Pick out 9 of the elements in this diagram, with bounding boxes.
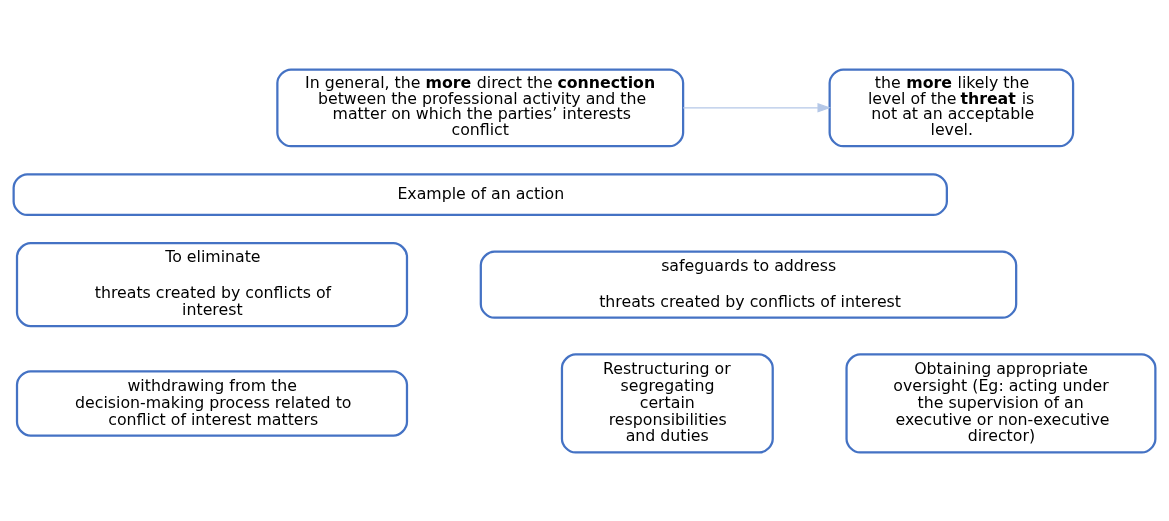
node-box: withdrawing from the decision-making process related to conflict of interest matters bbox=[15, 369, 409, 437]
node-box: In general, the more direct the connection between the professional activity and the matter on which the parties’ interests conflict bbox=[276, 67, 685, 147]
node-box: Obtaining appropriate oversight (Eg: acting under the supervision of an executive or non-executive director) bbox=[845, 352, 1157, 454]
arrow bbox=[682, 102, 831, 113]
node-box: the more likely the level of the threat is not at an acceptable level. bbox=[828, 67, 1075, 147]
node-box: Example of an action bbox=[12, 172, 948, 216]
node-box: To eliminate threats created by conflicts of interest bbox=[15, 241, 409, 327]
node-box: safeguards to address threats created by conflicts of interest bbox=[479, 250, 1018, 319]
node-box: Restructuring or segregating certain responsibilities and duties bbox=[560, 352, 774, 454]
